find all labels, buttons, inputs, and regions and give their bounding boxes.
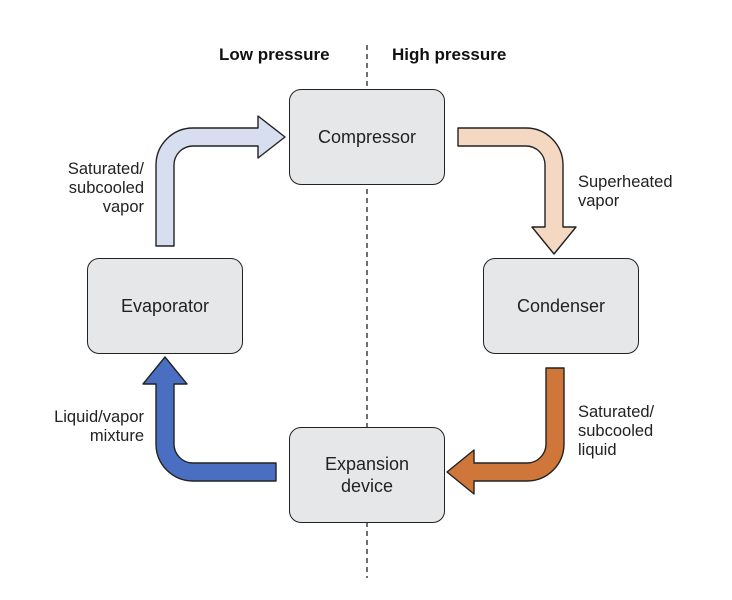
saturated-vapor-label: Saturated/ subcooled vapor	[67, 160, 144, 216]
evaporator-box: Evaporator	[87, 258, 243, 354]
compressor-box: Compressor	[289, 89, 445, 185]
saturated-liquid-label: Saturated/ subcooled liquid	[578, 403, 655, 459]
expansion-label-line1: Expansion	[324, 454, 410, 474]
condenser-label: Condenser	[516, 296, 606, 316]
arrow-saturated-liquid	[446, 367, 565, 495]
arrow-saturated-vapor	[155, 115, 286, 247]
evaporator-label: Evaporator	[120, 296, 210, 316]
liquid-vapor-mixture-label: Liquid/vapor mixture	[54, 408, 144, 445]
superheated-vapor-label: Superheated vapor	[578, 173, 673, 210]
expansion-device-box: Expansion device	[289, 427, 445, 523]
condenser-box: Condenser	[483, 258, 639, 354]
arrow-superheated-vapor	[457, 127, 577, 255]
high-pressure-header: High pressure	[392, 45, 507, 64]
expansion-label-line2: device	[340, 476, 394, 496]
low-pressure-header: Low pressure	[219, 45, 330, 64]
arrow-liquid-vapor	[142, 356, 277, 482]
compressor-label: Compressor	[317, 127, 417, 147]
